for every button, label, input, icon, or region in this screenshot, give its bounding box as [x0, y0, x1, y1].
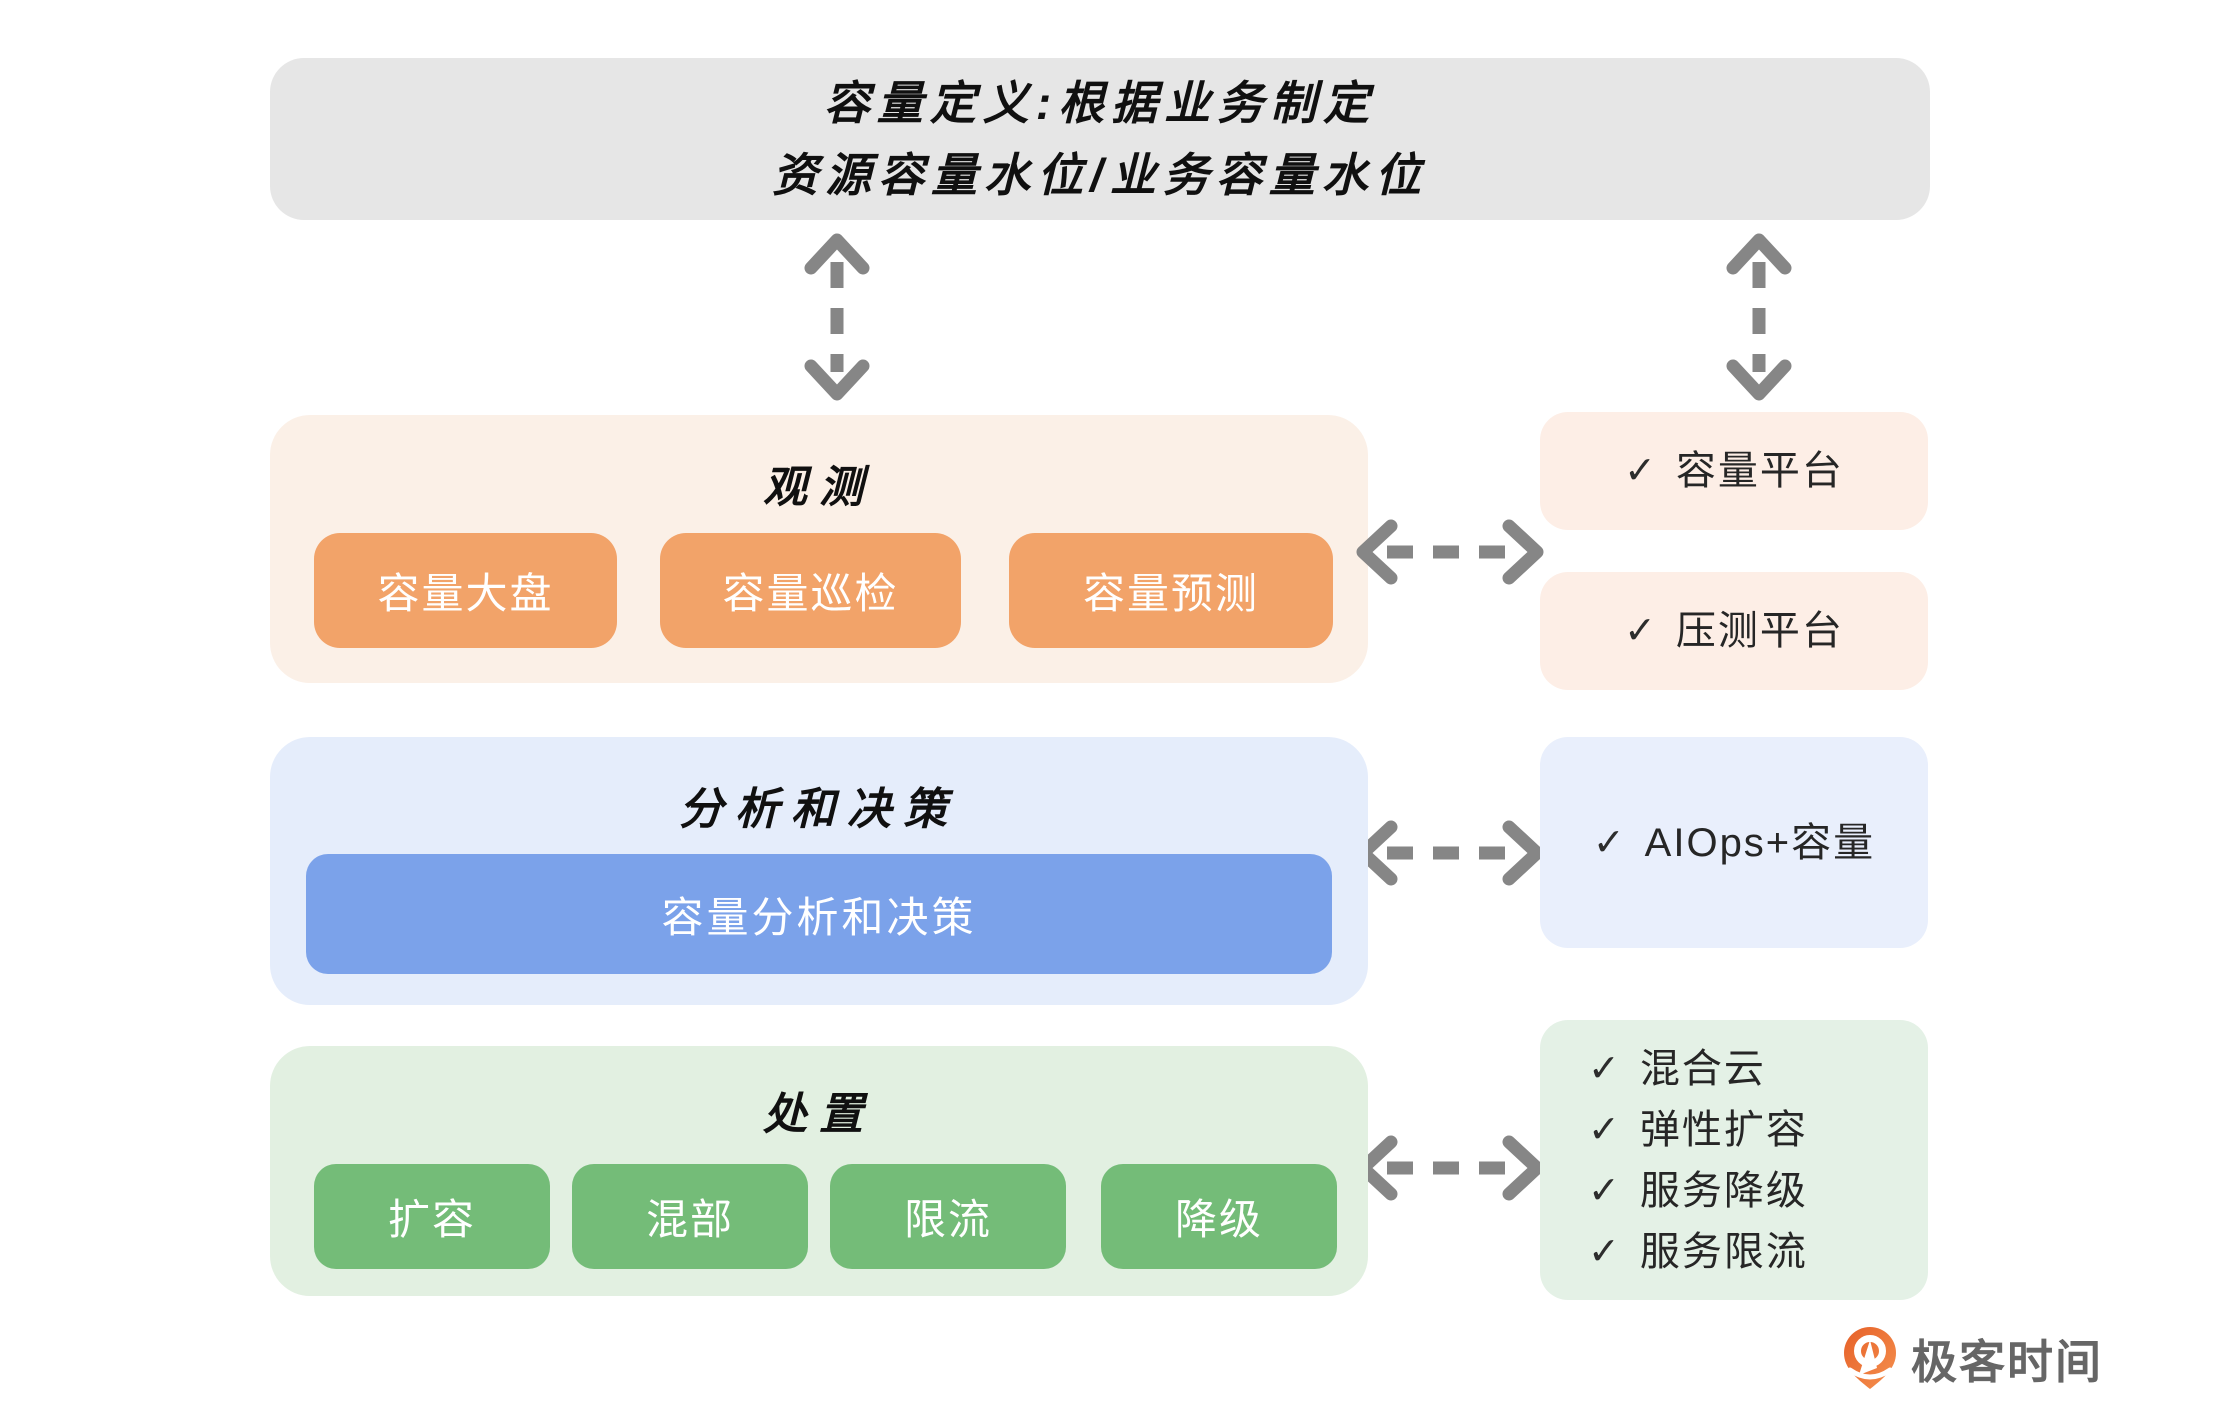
check-icon: ✓	[1588, 1108, 1620, 1151]
co-location-chip: 混部	[572, 1164, 808, 1269]
definition-title-line2: 资源容量水位/业务容量水位	[772, 149, 1428, 201]
capacity-platform-panel: ✓ 容量平台	[1540, 412, 1928, 530]
geektime-logo-icon	[1844, 1327, 1896, 1389]
capability-list-panel: ✓ 混合云 ✓ 弹性扩容 ✓ 服务降级 ✓ 服务限流	[1540, 1020, 1928, 1300]
hybrid-cloud-row: ✓ 混合云	[1588, 1045, 1766, 1093]
check-icon: ✓	[1588, 1047, 1620, 1090]
elastic-scaling-row: ✓ 弹性扩容	[1588, 1106, 1808, 1154]
degrade-chip: 降级	[1101, 1164, 1337, 1269]
capacity-platform-row: ✓ 容量平台	[1624, 447, 1844, 495]
aiops-label: AIOps+容量	[1644, 820, 1876, 865]
service-rate-limit-label: 服务限流	[1639, 1229, 1808, 1274]
capacity-platform-label: 容量平台	[1675, 449, 1844, 493]
double-arrow-vertical-left-icon	[804, 233, 870, 401]
dispose-section: 处置 扩容 混部 限流 降级	[270, 1046, 1368, 1296]
double-arrow-vertical-right-icon	[1726, 233, 1792, 401]
observe-section-title: 观测	[763, 463, 875, 512]
capacity-forecast-chip: 容量预测	[1009, 533, 1333, 648]
stress-test-platform-label: 压测平台	[1675, 609, 1844, 653]
service-degrade-row: ✓ 服务降级	[1588, 1167, 1808, 1215]
check-icon: ✓	[1624, 610, 1656, 652]
geektime-logo-text: 极客时间	[1911, 1336, 2103, 1388]
service-degrade-label: 服务降级	[1639, 1168, 1808, 1213]
capacity-dashboard-chip: 容量大盘	[314, 533, 617, 648]
rate-limit-chip: 限流	[830, 1164, 1066, 1269]
double-arrow-horizontal-dispose-icon	[1356, 1135, 1544, 1201]
double-arrow-horizontal-analysis-icon	[1356, 820, 1544, 886]
analysis-section: 分析和决策 容量分析和决策	[270, 737, 1368, 1005]
geektime-logo: 极客时间	[1843, 1326, 2103, 1392]
analysis-section-title: 分析和决策	[679, 785, 959, 834]
check-icon: ✓	[1592, 821, 1625, 864]
elastic-scaling-label: 弹性扩容	[1639, 1107, 1808, 1152]
stress-test-platform-row: ✓ 压测平台	[1624, 607, 1844, 655]
observe-section: 观测 容量大盘 容量巡检 容量预测	[270, 415, 1368, 683]
check-icon: ✓	[1588, 1169, 1620, 1212]
check-icon: ✓	[1588, 1230, 1620, 1273]
aiops-row: ✓ AIOps+容量	[1593, 819, 1875, 867]
aiops-panel: ✓ AIOps+容量	[1540, 737, 1928, 948]
stress-test-platform-panel: ✓ 压测平台	[1540, 572, 1928, 690]
capacity-definition-box: 容量定义:根据业务制定 资源容量水位/业务容量水位	[270, 58, 1930, 220]
capacity-analysis-decision-bar: 容量分析和决策	[306, 854, 1332, 974]
check-icon: ✓	[1624, 450, 1656, 492]
dispose-section-title: 处置	[763, 1090, 875, 1139]
double-arrow-horizontal-observe-icon	[1356, 519, 1544, 585]
scale-out-chip: 扩容	[314, 1164, 550, 1269]
capacity-inspection-chip: 容量巡检	[660, 533, 961, 648]
definition-title-line1: 容量定义:根据业务制定	[823, 77, 1377, 129]
service-rate-limit-row: ✓ 服务限流	[1588, 1228, 1808, 1276]
hybrid-cloud-label: 混合云	[1639, 1046, 1766, 1091]
